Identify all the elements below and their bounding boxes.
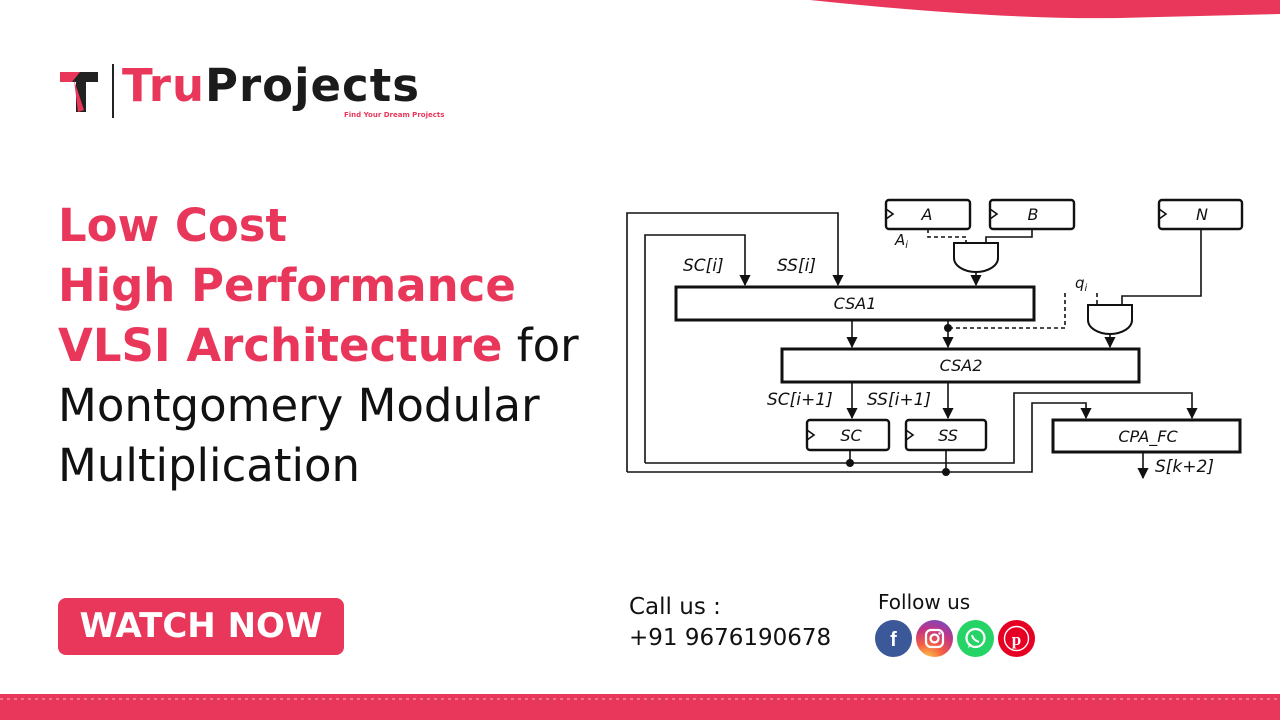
junction-dot xyxy=(846,459,854,467)
register-sc xyxy=(805,418,891,452)
cpa-block xyxy=(1051,418,1242,454)
brand-name-part1: Tru xyxy=(122,59,205,112)
instagram-icon[interactable] xyxy=(916,620,953,657)
label-csa2: CSA2 xyxy=(940,356,983,375)
call-us-block: Call us : +91 9676190678 xyxy=(629,592,831,654)
social-links: f p xyxy=(875,620,1035,657)
brand-name-part2: Projects xyxy=(204,59,420,112)
label-ai: Ai xyxy=(894,231,908,251)
junction-dot xyxy=(942,468,950,476)
facebook-icon[interactable]: f xyxy=(875,620,912,657)
csa2-block xyxy=(780,347,1141,384)
label-sc-i1: SC[i+1] xyxy=(767,390,833,410)
logo-t-icon xyxy=(60,72,98,112)
label-reg-n: N xyxy=(1196,205,1208,224)
watch-now-button[interactable]: WATCH NOW xyxy=(58,598,344,655)
svg-text:p: p xyxy=(1012,630,1021,649)
brand-logo[interactable]: TruProjects Find Your Dream Projects xyxy=(58,58,468,124)
brand-tagline: Find Your Dream Projects xyxy=(344,111,445,119)
title-line2: High Performance xyxy=(58,259,516,312)
label-ss-i1: SS[i+1] xyxy=(867,390,931,410)
title-line4: Montgomery Modular xyxy=(58,379,540,432)
label-s-k2: S[k+2] xyxy=(1155,457,1214,477)
title-line3-highlight: VLSI Architecture xyxy=(58,319,503,372)
title-line3-rest: for xyxy=(502,319,579,372)
top-accent-wave xyxy=(810,0,1280,19)
label-reg-sc: SC xyxy=(840,426,862,445)
pinterest-icon[interactable]: p xyxy=(998,620,1035,657)
title-line3: VLSI Architecture for xyxy=(58,316,579,376)
csa1-block xyxy=(674,285,1036,322)
bottom-accent-band xyxy=(0,694,1280,720)
title-line5: Multiplication xyxy=(58,439,361,492)
and-gate-1 xyxy=(953,242,999,273)
label-csa1: CSA1 xyxy=(834,294,877,313)
junction-dot xyxy=(944,324,952,332)
label-reg-ss: SS xyxy=(938,426,958,445)
logo-divider xyxy=(112,64,114,118)
page-title: Low Cost High Performance VLSI Architect… xyxy=(58,196,579,496)
follow-us-label: Follow us xyxy=(878,590,971,614)
label-cpa: CPA_FC xyxy=(1118,427,1178,447)
svg-text:f: f xyxy=(890,629,897,651)
title-line1: Low Cost xyxy=(58,199,288,252)
label-ss-i: SS[i] xyxy=(777,256,816,276)
architecture-diagram: A B N CSA1 CSA2 SC SS CPA_FC Ai qi SC[i]… xyxy=(626,198,1244,480)
whatsapp-icon[interactable] xyxy=(957,620,994,657)
label-reg-a: A xyxy=(921,205,933,224)
phone-number[interactable]: +91 9676190678 xyxy=(629,625,832,651)
label-reg-b: B xyxy=(1028,205,1039,224)
label-sc-i: SC[i] xyxy=(683,256,724,276)
and-gate-2 xyxy=(1087,304,1133,335)
brand-name: TruProjects xyxy=(122,58,420,114)
label-qi: qi xyxy=(1075,274,1088,294)
call-us-label: Call us : xyxy=(629,594,721,620)
